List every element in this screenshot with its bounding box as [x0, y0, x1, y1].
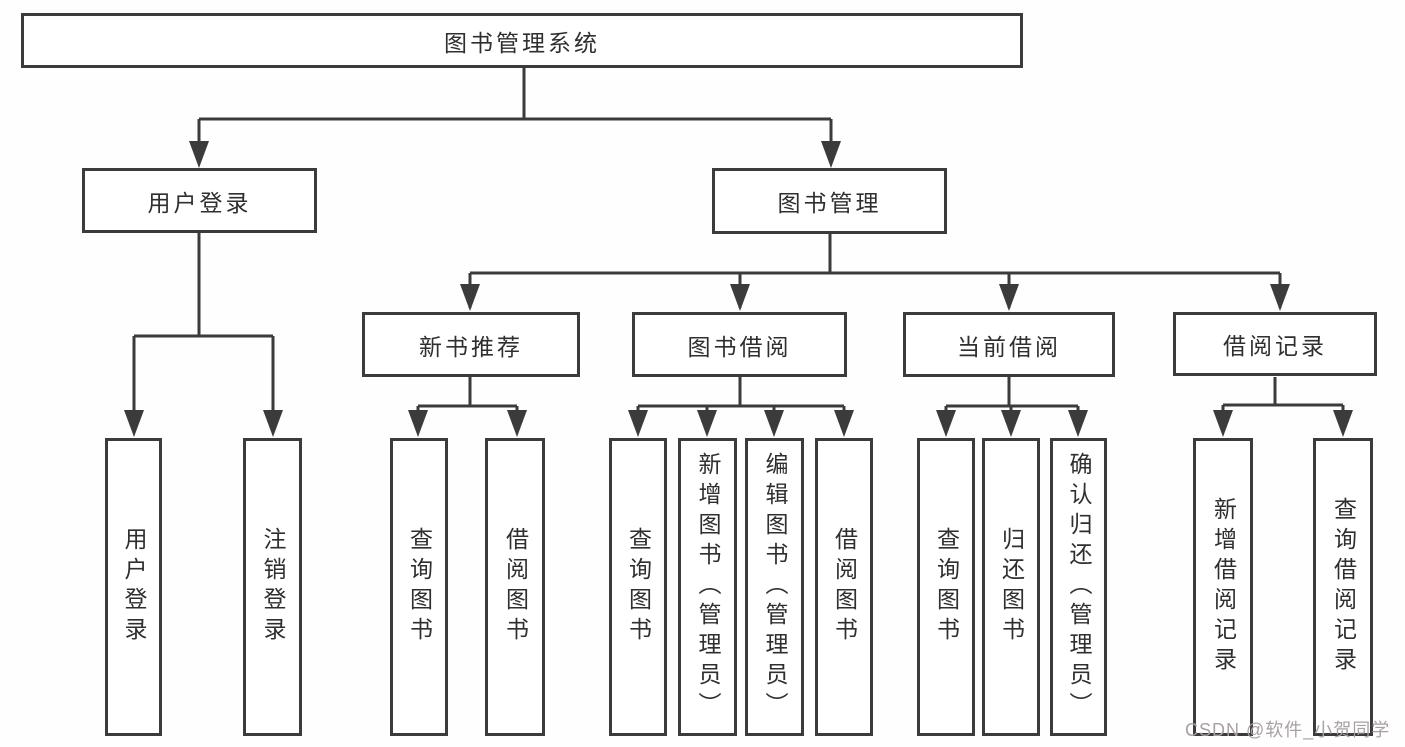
node-new-book-recommend: 新书推荐	[362, 312, 580, 377]
leaf-query-books-recommend: 查询图书	[390, 438, 448, 736]
leaf-logout-label: 注销登录	[260, 527, 286, 647]
link-user-login-to-leaves	[132, 233, 275, 433]
link-book-borrow-to-leaves	[636, 377, 846, 433]
node-book-management-label: 图书管理	[777, 190, 882, 216]
leaf-edit-books-admin-label: 编辑图书（管理员）	[762, 452, 788, 722]
link-book-mgmt-to-level3	[468, 234, 1282, 308]
link-root-to-level2	[197, 68, 833, 164]
leaf-edit-books-admin: 编辑图书（管理员）	[745, 438, 804, 736]
node-user-login-label: 用户登录	[147, 189, 252, 216]
leaf-query-books-current: 查询图书	[917, 438, 975, 736]
node-root-label: 图书管理系统	[444, 29, 600, 56]
leaf-confirm-return-admin-label: 确认归还（管理员）	[1066, 452, 1092, 722]
node-borrowing-records-label: 借阅记录	[1223, 333, 1327, 359]
link-borrow-record-to-leaves	[1221, 377, 1345, 433]
leaf-logout: 注销登录	[243, 438, 302, 736]
leaf-query-borrow-record-label: 查询借阅记录	[1330, 497, 1357, 677]
node-book-management: 图书管理	[712, 168, 947, 234]
node-new-book-recommend-label: 新书推荐	[419, 333, 523, 360]
leaf-user-login-label: 用户登录	[121, 527, 147, 647]
leaf-return-books: 归还图书	[982, 438, 1040, 736]
leaf-query-books-borrow: 查询图书	[609, 438, 667, 736]
leaf-borrow-books-recommend-label: 借阅图书	[502, 527, 529, 647]
leaf-add-books-admin-label: 新增图书（管理员）	[695, 452, 721, 722]
leaf-query-borrow-record: 查询借阅记录	[1313, 438, 1373, 736]
node-root-system: 图书管理系统	[21, 13, 1023, 68]
leaf-return-books-label: 归还图书	[998, 527, 1025, 647]
arrowheads	[124, 141, 1353, 437]
leaf-add-borrow-record: 新增借阅记录	[1193, 438, 1253, 736]
csdn-watermark: CSDN @软件_小贺同学	[1185, 720, 1391, 740]
node-current-borrowing-label: 当前借阅	[957, 333, 1061, 360]
leaf-confirm-return-admin: 确认归还（管理员）	[1050, 438, 1107, 736]
leaf-add-books-admin: 新增图书（管理员）	[678, 438, 737, 736]
leaf-add-borrow-record-label: 新增借阅记录	[1210, 497, 1237, 677]
node-book-borrowing-label: 图书借阅	[687, 333, 792, 360]
node-current-borrowing: 当前借阅	[903, 312, 1115, 377]
leaf-query-books-borrow-label: 查询图书	[625, 527, 652, 647]
leaf-user-login: 用户登录	[105, 438, 162, 736]
leaf-query-books-current-label: 查询图书	[933, 527, 960, 647]
leaf-query-books-recommend-label: 查询图书	[406, 527, 433, 647]
leaf-borrow-books: 借阅图书	[815, 438, 873, 736]
leaf-borrow-books-recommend: 借阅图书	[485, 438, 545, 736]
link-new-book-to-leaves	[416, 377, 519, 433]
node-borrowing-records: 借阅记录	[1173, 312, 1377, 376]
node-user-login: 用户登录	[82, 168, 317, 233]
leaf-borrow-books-label: 借阅图书	[831, 527, 858, 647]
node-book-borrowing: 图书借阅	[632, 312, 847, 377]
